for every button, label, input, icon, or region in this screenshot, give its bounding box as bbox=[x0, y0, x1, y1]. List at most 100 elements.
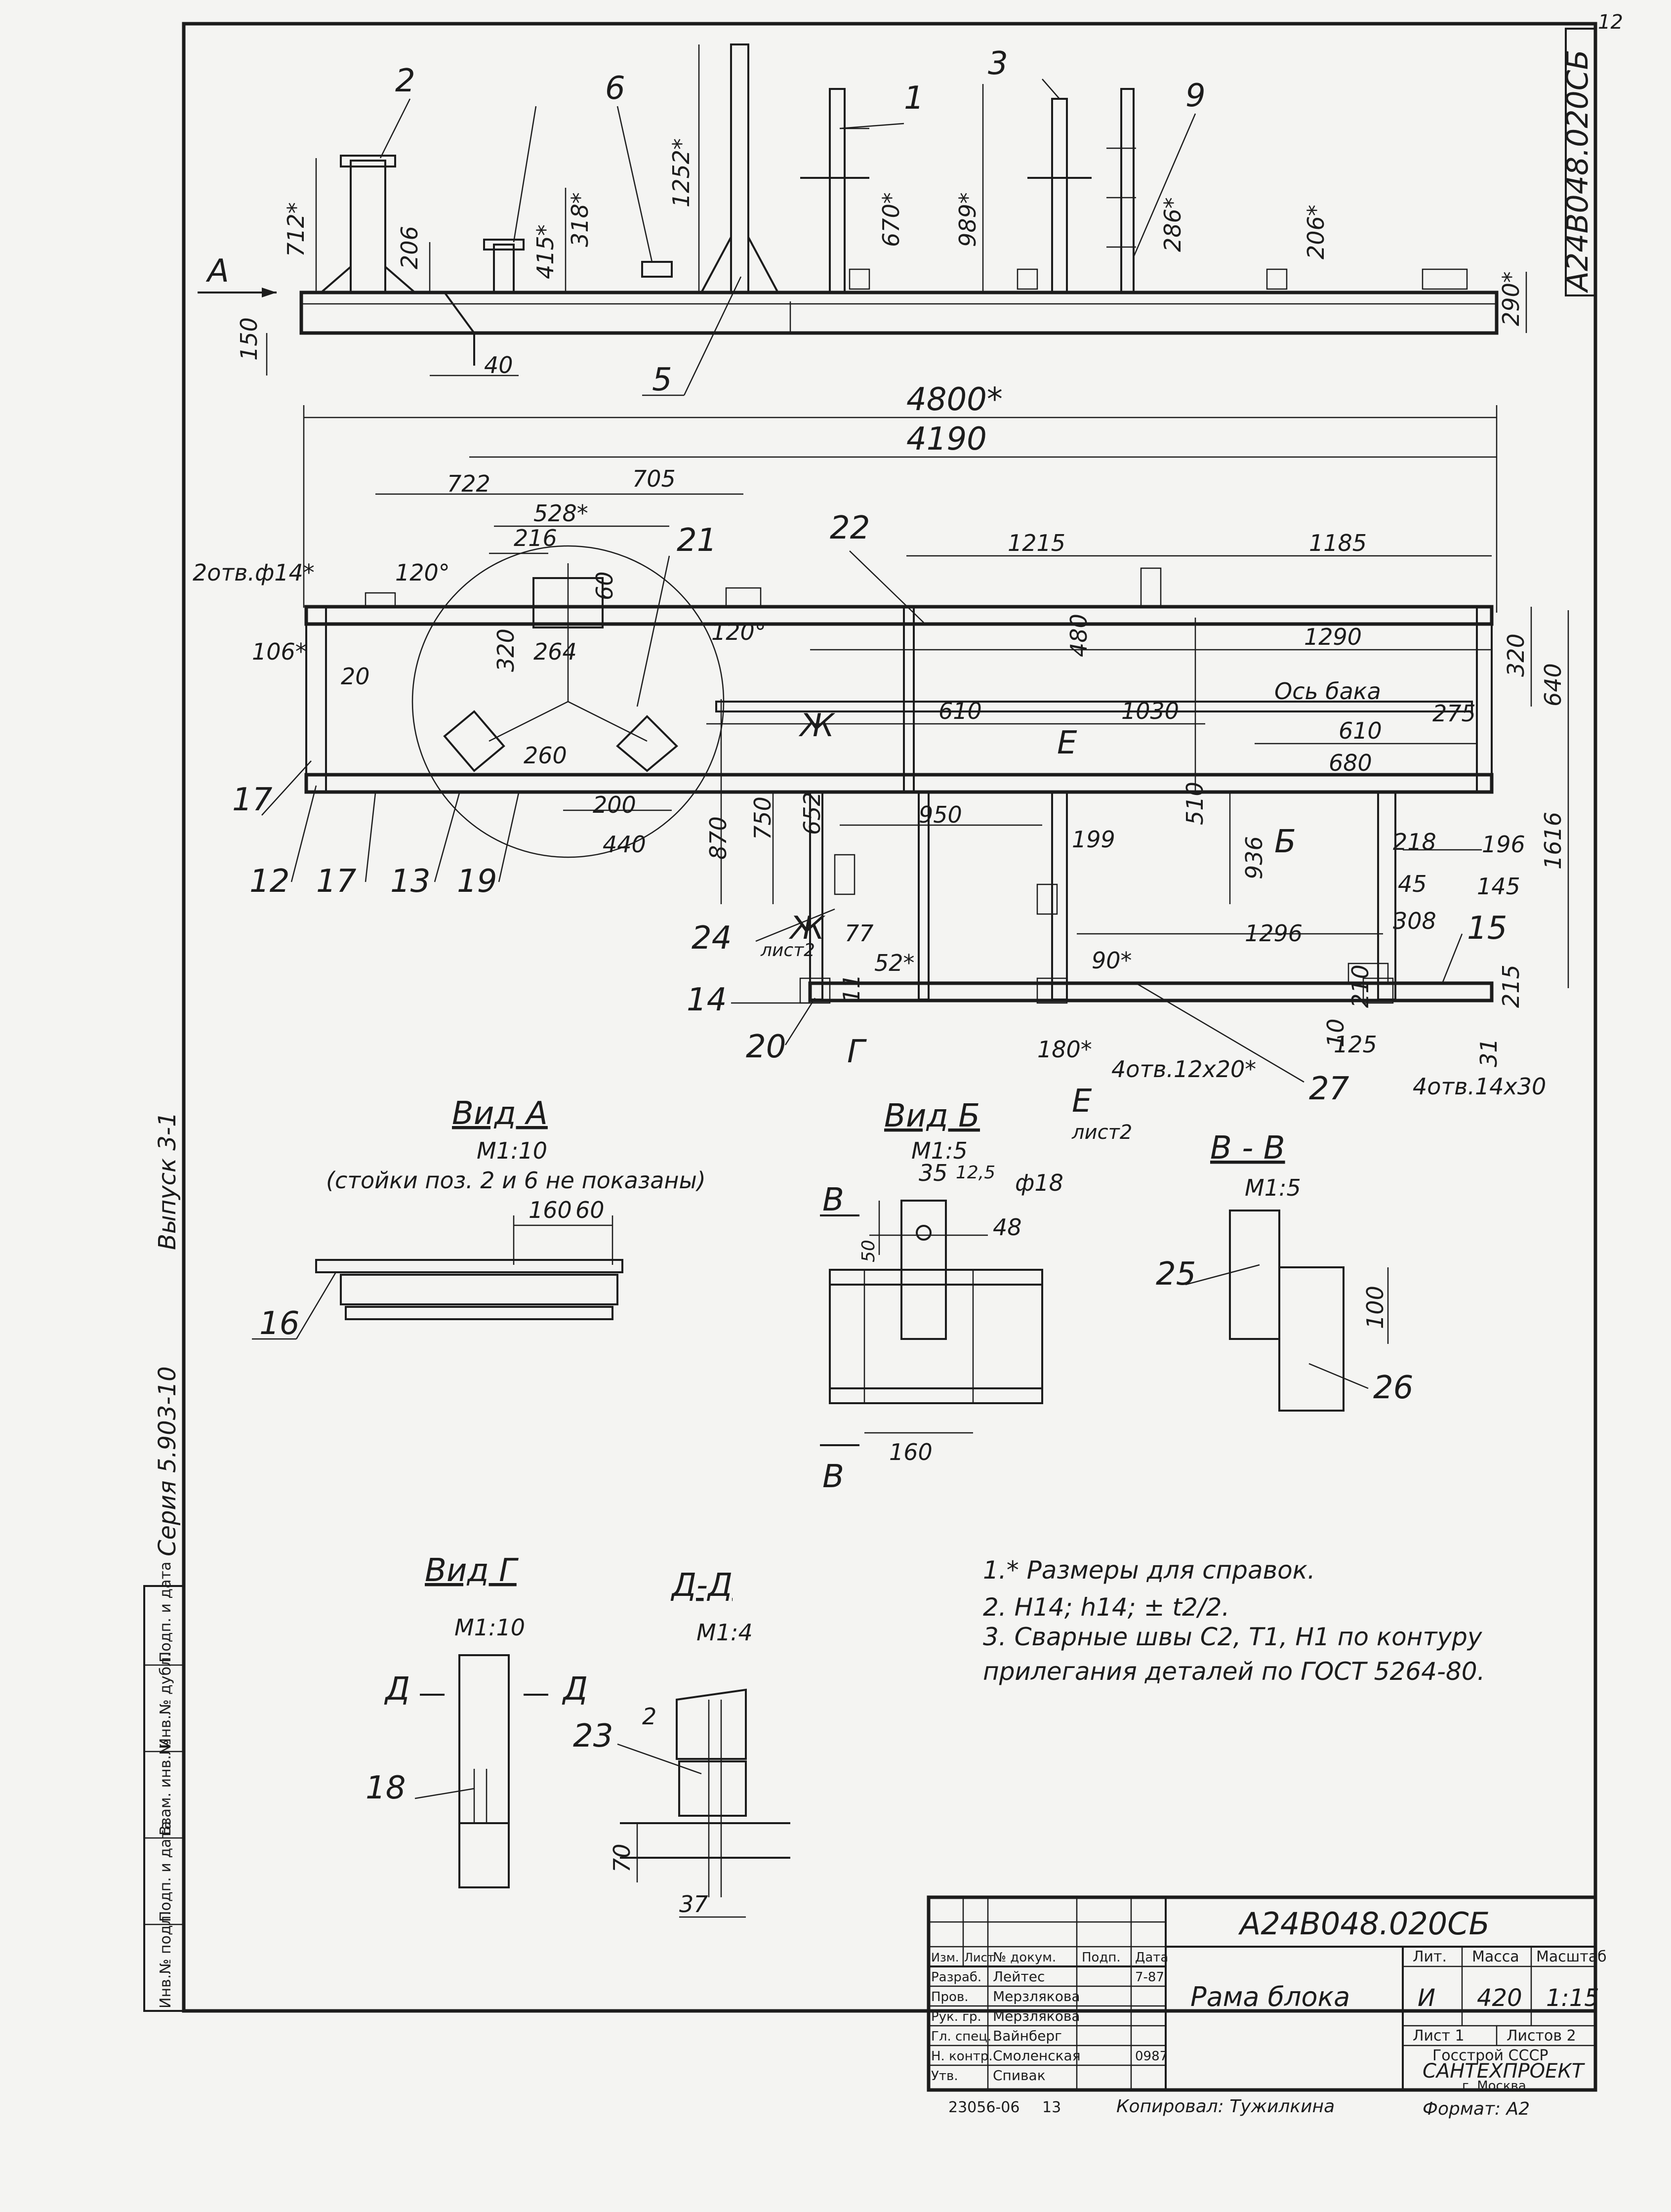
plan-pos-12: 12 bbox=[249, 863, 289, 900]
plan-dim-15: 1215 bbox=[1008, 530, 1065, 556]
view-b-dim-3: 50 bbox=[858, 1240, 879, 1262]
plan-dim-39: 1296 bbox=[1245, 920, 1303, 947]
elev-dim-3: 415* bbox=[532, 224, 559, 279]
plan-pos-13: 13 bbox=[390, 863, 430, 900]
section-v-v: В - В М1:5 100 25 26 bbox=[1156, 1130, 1413, 1412]
plan-dim-25: 680 bbox=[1329, 750, 1372, 776]
plan-dim-13: 200 bbox=[593, 792, 636, 818]
plan-dim-47: 10 bbox=[1322, 1018, 1349, 1047]
plan-dim-23: 1030 bbox=[1121, 698, 1179, 724]
plan-section-mark-b: Б bbox=[1274, 824, 1296, 860]
plan-section-mark-zh-2: Ж bbox=[788, 910, 826, 947]
plan-dim-46: 210 bbox=[1347, 964, 1374, 1008]
section-vv-dim-0: 100 bbox=[1362, 1286, 1388, 1329]
view-g-title: Вид Г bbox=[425, 1552, 519, 1589]
plan-dim-42: 11 bbox=[838, 974, 865, 1003]
tb-row-2-role: Рук. гр. bbox=[931, 2009, 981, 2024]
plan-pos-21: 21 bbox=[677, 522, 717, 559]
tb-sheets: Листов 2 bbox=[1507, 2027, 1576, 2045]
plan-dim-35: 196 bbox=[1482, 831, 1525, 858]
plan-dim-40: 77 bbox=[845, 920, 874, 947]
note-0: 1.* Размеры для справок. bbox=[983, 1556, 1315, 1585]
plan-dim-4: 60 bbox=[591, 571, 618, 600]
elev-pos-9: 9 bbox=[1185, 78, 1206, 114]
plan-dim-24: 610 bbox=[1339, 717, 1382, 744]
section-vv-title: В - В bbox=[1210, 1130, 1285, 1167]
plan-dim-32: 199 bbox=[1072, 826, 1115, 853]
tb-row-1-name: Мерзлякова bbox=[993, 1988, 1080, 2004]
plan-dim-0: 722 bbox=[447, 470, 490, 497]
note-3: прилегания деталей по ГОСТ 5264-80. bbox=[983, 1657, 1485, 1686]
elev-dim-0: 712* bbox=[283, 202, 309, 257]
margin-stamp: Инв.№ подл. Подп. и дата Взам. инв.№ Инв… bbox=[143, 1562, 185, 2012]
section-vv-scale: М1:5 bbox=[1245, 1174, 1301, 1201]
plan-dim-22: 610 bbox=[938, 698, 982, 724]
notes: 1.* Размеры для справок. 2. Н14; h14; ± … bbox=[983, 1556, 1485, 1686]
tb-designation: А24В048.020СБ bbox=[1238, 1906, 1490, 1942]
plan-dim-6: 264 bbox=[533, 638, 577, 665]
plan-dim-45: 4отв.12х20* bbox=[1111, 1056, 1256, 1083]
issue-label: Выпуск 3-1 bbox=[154, 1112, 181, 1250]
tb-row-0-role: Разраб. bbox=[931, 1970, 981, 1985]
tb-header-lit: Лит. bbox=[1413, 1948, 1447, 1965]
view-g-pos-18: 18 bbox=[366, 1770, 406, 1806]
title-block: А24В048.020СБ Рама блока Лит. Масса Масш… bbox=[927, 1895, 1607, 2119]
elev-dim-6: 989* bbox=[954, 192, 981, 247]
tb-row-4-date: 0987 bbox=[1135, 2049, 1168, 2064]
margin-col-2: Взам. инв.№ bbox=[157, 1740, 174, 1836]
plan-dim-20: 640 bbox=[1540, 663, 1566, 707]
tb-row-0-name: Лейтес bbox=[993, 1968, 1045, 1985]
tb-col-3: Подп. bbox=[1082, 1950, 1121, 1965]
plan-dim-1: 705 bbox=[632, 465, 676, 492]
plan-dim-12: 260 bbox=[524, 742, 567, 769]
tb-row-3-name: Вайнберг bbox=[993, 2028, 1062, 2044]
tb-copied: Копировал: Тужилкина bbox=[1116, 2096, 1335, 2117]
tb-lit: И bbox=[1418, 1984, 1435, 2012]
plan-dim-30: 950 bbox=[919, 801, 962, 828]
tb-row-2-name: Мерзлякова bbox=[993, 2008, 1080, 2024]
plan-dim-28: 750 bbox=[749, 796, 776, 840]
plan-axis-label: Ось бака bbox=[1274, 678, 1381, 705]
tb-col-0: Изм. bbox=[931, 1951, 959, 1964]
view-g-cut-left: Д bbox=[384, 1671, 410, 1708]
elev-dim-8: 206* bbox=[1303, 205, 1329, 259]
tb-header-scale: Масштаб bbox=[1536, 1948, 1607, 1965]
view-b-dim-5: 160 bbox=[889, 1439, 933, 1465]
tb-format: Формат: А2 bbox=[1423, 2099, 1530, 2119]
tb-row-4-role: Н. контр. bbox=[931, 2049, 993, 2064]
plan-dim-11: 20 bbox=[341, 663, 370, 690]
note-2: 3. Сварные швы С2, Т1, Н1 по контуру bbox=[983, 1623, 1483, 1651]
elev-pos-3: 3 bbox=[988, 45, 1008, 82]
view-a-title: Вид А bbox=[452, 1095, 548, 1132]
elev-dim-7: 286* bbox=[1159, 197, 1186, 252]
plan-pos-15: 15 bbox=[1467, 910, 1507, 947]
plan-dim-31: 510 bbox=[1182, 782, 1208, 825]
section-dd-dim-2: 37 bbox=[679, 1891, 708, 1918]
plan-dim-50: 31 bbox=[1475, 1038, 1502, 1067]
view-a-dim-1: 60 bbox=[575, 1197, 605, 1223]
view-b-dim-0: 35 bbox=[919, 1160, 948, 1186]
tb-bottom-code: 23056-06 bbox=[948, 2099, 1019, 2116]
tb-row-5-name: Спивак bbox=[993, 2067, 1046, 2084]
tb-org-2: г. Москва bbox=[1462, 2079, 1526, 2093]
plan-section-mark-e: Е bbox=[1057, 725, 1077, 761]
plan-dim-49: 215 bbox=[1498, 964, 1524, 1008]
plan-sheet-ref-0: лист2 bbox=[760, 940, 815, 960]
section-vv-pos-25: 25 bbox=[1156, 1256, 1196, 1293]
elev-dim-10: 150 bbox=[236, 317, 262, 361]
section-vv-pos-26: 26 bbox=[1373, 1370, 1413, 1406]
series-label: Серия 5.903-10 bbox=[154, 1366, 181, 1556]
plan-section-mark-zh: Ж bbox=[798, 708, 836, 744]
view-b-cut-top: В bbox=[822, 1182, 844, 1218]
plan-dim-2: 528* bbox=[533, 500, 588, 527]
view-b-title: Вид Б bbox=[884, 1098, 980, 1134]
view-a-dim-0: 160 bbox=[529, 1197, 572, 1223]
plan-dim-3: 216 bbox=[514, 525, 557, 551]
tb-sheet: Лист 1 bbox=[1413, 2027, 1465, 2045]
elev-dim-2: 318* bbox=[567, 192, 593, 247]
plan-dim-9: 120° bbox=[711, 619, 766, 645]
plan-pos-17: 17 bbox=[232, 782, 273, 818]
drawing-frame bbox=[182, 22, 1597, 2013]
plan-dim-26: 275 bbox=[1432, 700, 1476, 727]
plan-pos-14: 14 bbox=[687, 982, 727, 1018]
